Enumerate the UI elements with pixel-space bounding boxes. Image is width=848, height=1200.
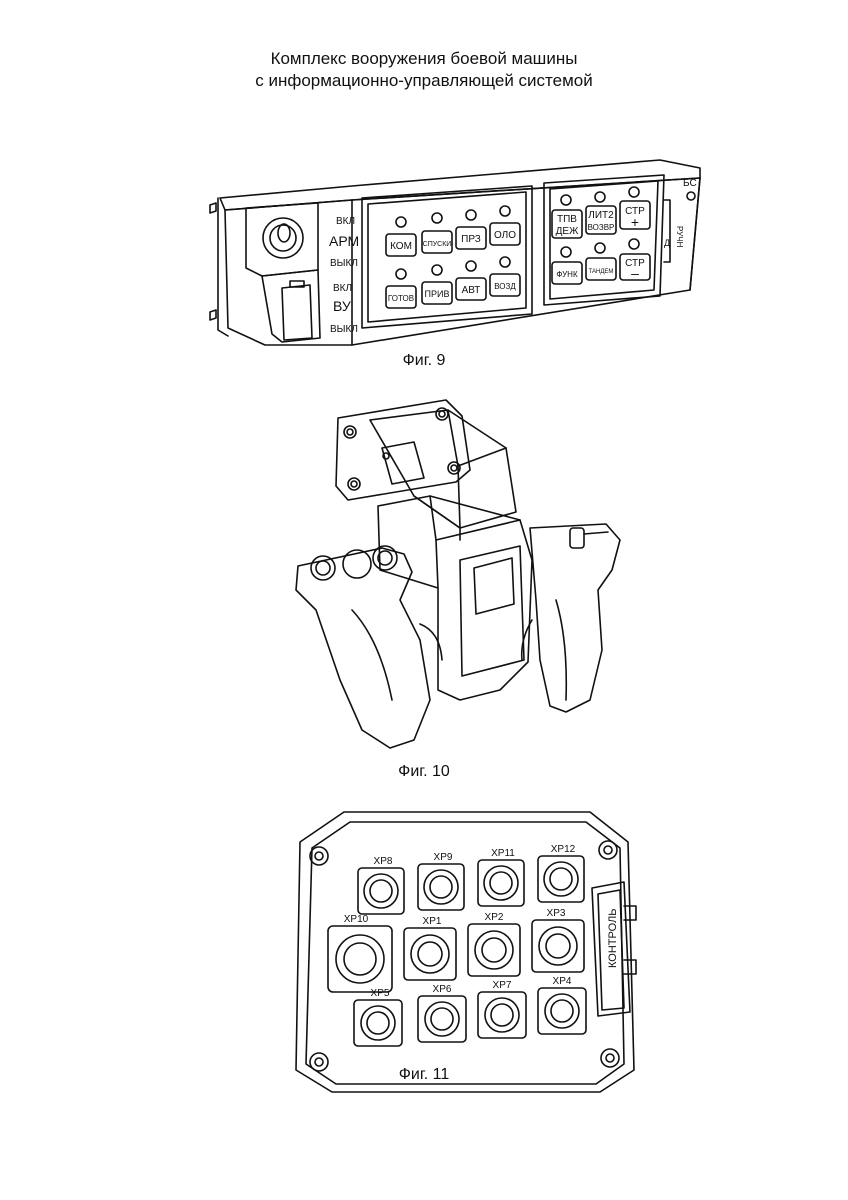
btn-str-plus-label: СТР bbox=[625, 206, 645, 217]
fig9-caption: Фиг. 9 bbox=[402, 352, 446, 369]
connector-xr12 bbox=[537, 855, 585, 903]
btn-spuski-label: СПУСКИ bbox=[423, 241, 452, 248]
btn-priv-label: ПРИВ bbox=[425, 289, 450, 299]
vu-off-label: ВЫКЛ bbox=[330, 324, 358, 335]
btn-vozd-label: ВОЗД bbox=[494, 282, 516, 291]
connector-xr7 bbox=[477, 991, 527, 1039]
btn-minus-sign: – bbox=[631, 265, 639, 281]
connector-label-xr3: ХР3 bbox=[547, 908, 566, 919]
connector-label-xr1: ХР1 bbox=[423, 916, 442, 927]
fig11-connector-grid bbox=[327, 855, 587, 1047]
arm-label: АРМ bbox=[329, 233, 359, 249]
connector-xr2 bbox=[467, 923, 521, 977]
connector-label-xr4: ХР4 bbox=[553, 976, 572, 987]
connector-label-xr12: ХР12 bbox=[551, 844, 576, 855]
kontrol-label: КОНТРОЛЬ bbox=[607, 909, 619, 968]
connector-label-xr2: ХР2 bbox=[485, 912, 504, 923]
fig10-caption: Фиг. 10 bbox=[398, 763, 450, 780]
connector-label-xr7: ХР7 bbox=[493, 980, 512, 991]
connector-xr1 bbox=[403, 927, 457, 981]
connector-label-xr10: ХР10 bbox=[344, 914, 369, 925]
connector-xr3 bbox=[531, 919, 585, 973]
btn-funk-label: ФУНК bbox=[556, 270, 578, 279]
fig10-control-handle bbox=[295, 399, 621, 749]
btn-tpv-label: ТПВ bbox=[557, 214, 577, 225]
btn-olo-label: ОЛО bbox=[494, 230, 516, 241]
vu-on-label: ВКЛ bbox=[333, 283, 352, 294]
btn-plus-sign: + bbox=[631, 214, 639, 230]
btn-avt-label: АВТ bbox=[462, 285, 481, 296]
btn-vozvr-label: ВОЗВР bbox=[588, 223, 615, 232]
connector-label-xr8: ХР8 bbox=[374, 856, 393, 867]
btn-tandem-label: ТАНДЕМ bbox=[589, 269, 614, 275]
fig11-caption: Фиг. 11 bbox=[398, 1066, 450, 1083]
d-label: Д bbox=[664, 238, 670, 248]
arm-off-label: ВЫКЛ bbox=[330, 258, 358, 269]
vu-label: ВУ bbox=[333, 298, 351, 314]
bs-label: БС bbox=[683, 178, 697, 189]
btn-gotov-label: ГОТОВ bbox=[388, 294, 414, 303]
connector-label-xr5: ХР5 bbox=[371, 988, 390, 999]
connector-xr9 bbox=[417, 863, 465, 911]
connector-label-xr6: ХР6 bbox=[433, 984, 452, 995]
title-line-2: с информационно-управляющей системой bbox=[255, 71, 593, 90]
connector-xr4 bbox=[537, 987, 587, 1035]
btn-kom-label: КОМ bbox=[390, 241, 412, 252]
fig11-connector-block bbox=[295, 811, 637, 1093]
connector-xr5 bbox=[353, 999, 403, 1047]
ruchn-label: РУЧН bbox=[675, 226, 684, 248]
connector-xr10 bbox=[327, 925, 393, 993]
connector-label-xr11: ХР11 bbox=[491, 848, 515, 859]
btn-dezh-label: ДЕЖ bbox=[556, 226, 579, 237]
btn-prz-label: ПРЗ bbox=[461, 234, 481, 245]
title-line-1: Комплекс вооружения боевой машины bbox=[270, 49, 578, 68]
btn-str-minus-label: СТР bbox=[625, 258, 645, 269]
arm-on-label: ВКЛ bbox=[336, 216, 355, 227]
btn-lit2-label: ЛИТ2 bbox=[588, 210, 614, 221]
connector-xr8 bbox=[357, 867, 405, 915]
connector-xr11 bbox=[477, 859, 525, 907]
connector-xr6 bbox=[417, 995, 467, 1043]
connector-label-xr9: ХР9 bbox=[434, 852, 453, 863]
fig9-control-panel bbox=[209, 159, 701, 346]
